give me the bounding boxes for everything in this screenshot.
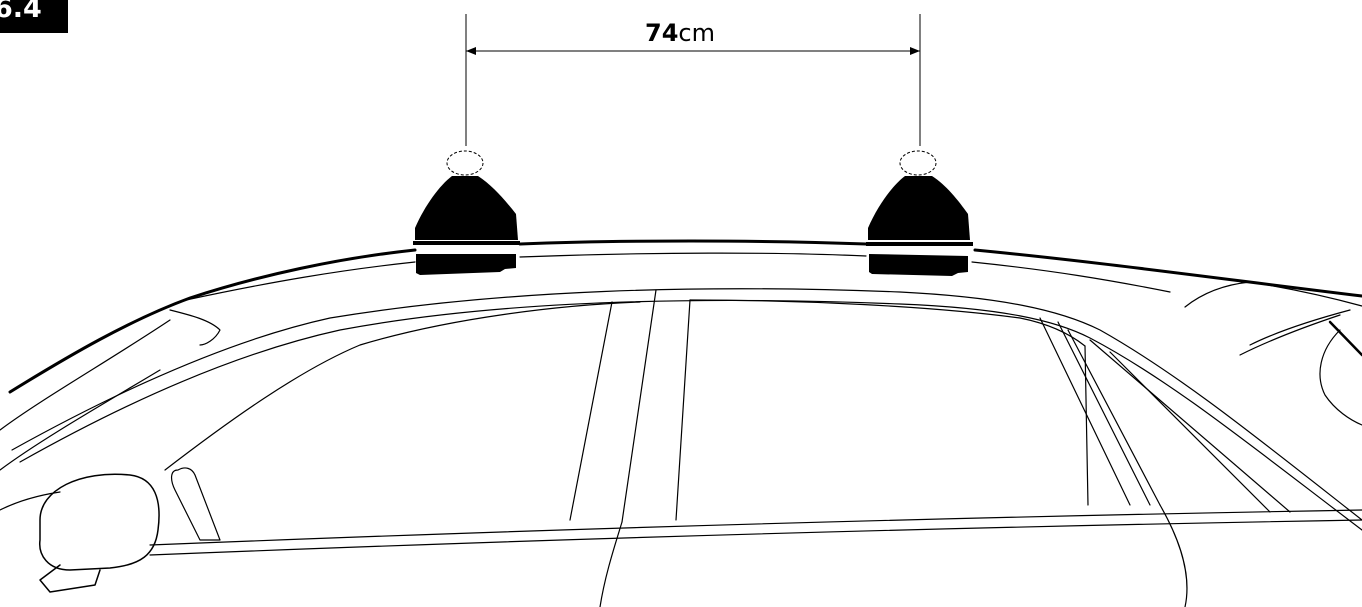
bolt-outline-left — [446, 150, 484, 176]
measurement-unit: cm — [678, 19, 715, 47]
rack-foot-left — [413, 176, 520, 275]
rack-foot-right — [866, 176, 973, 276]
step-badge: 6.4 — [0, 0, 68, 33]
step-label: 6.4 — [0, 0, 42, 24]
roof-line — [8, 248, 417, 394]
dimension-indicator — [465, 14, 921, 146]
measurement-label: 74cm — [600, 18, 760, 48]
side-mirror — [39, 473, 160, 571]
measurement-value: 74 — [645, 19, 679, 47]
bolt-outline-right — [899, 150, 937, 176]
arrow-right — [910, 47, 920, 55]
bolt-outlines — [446, 150, 937, 176]
arrow-left — [466, 47, 476, 55]
car-outline — [0, 239, 1362, 607]
